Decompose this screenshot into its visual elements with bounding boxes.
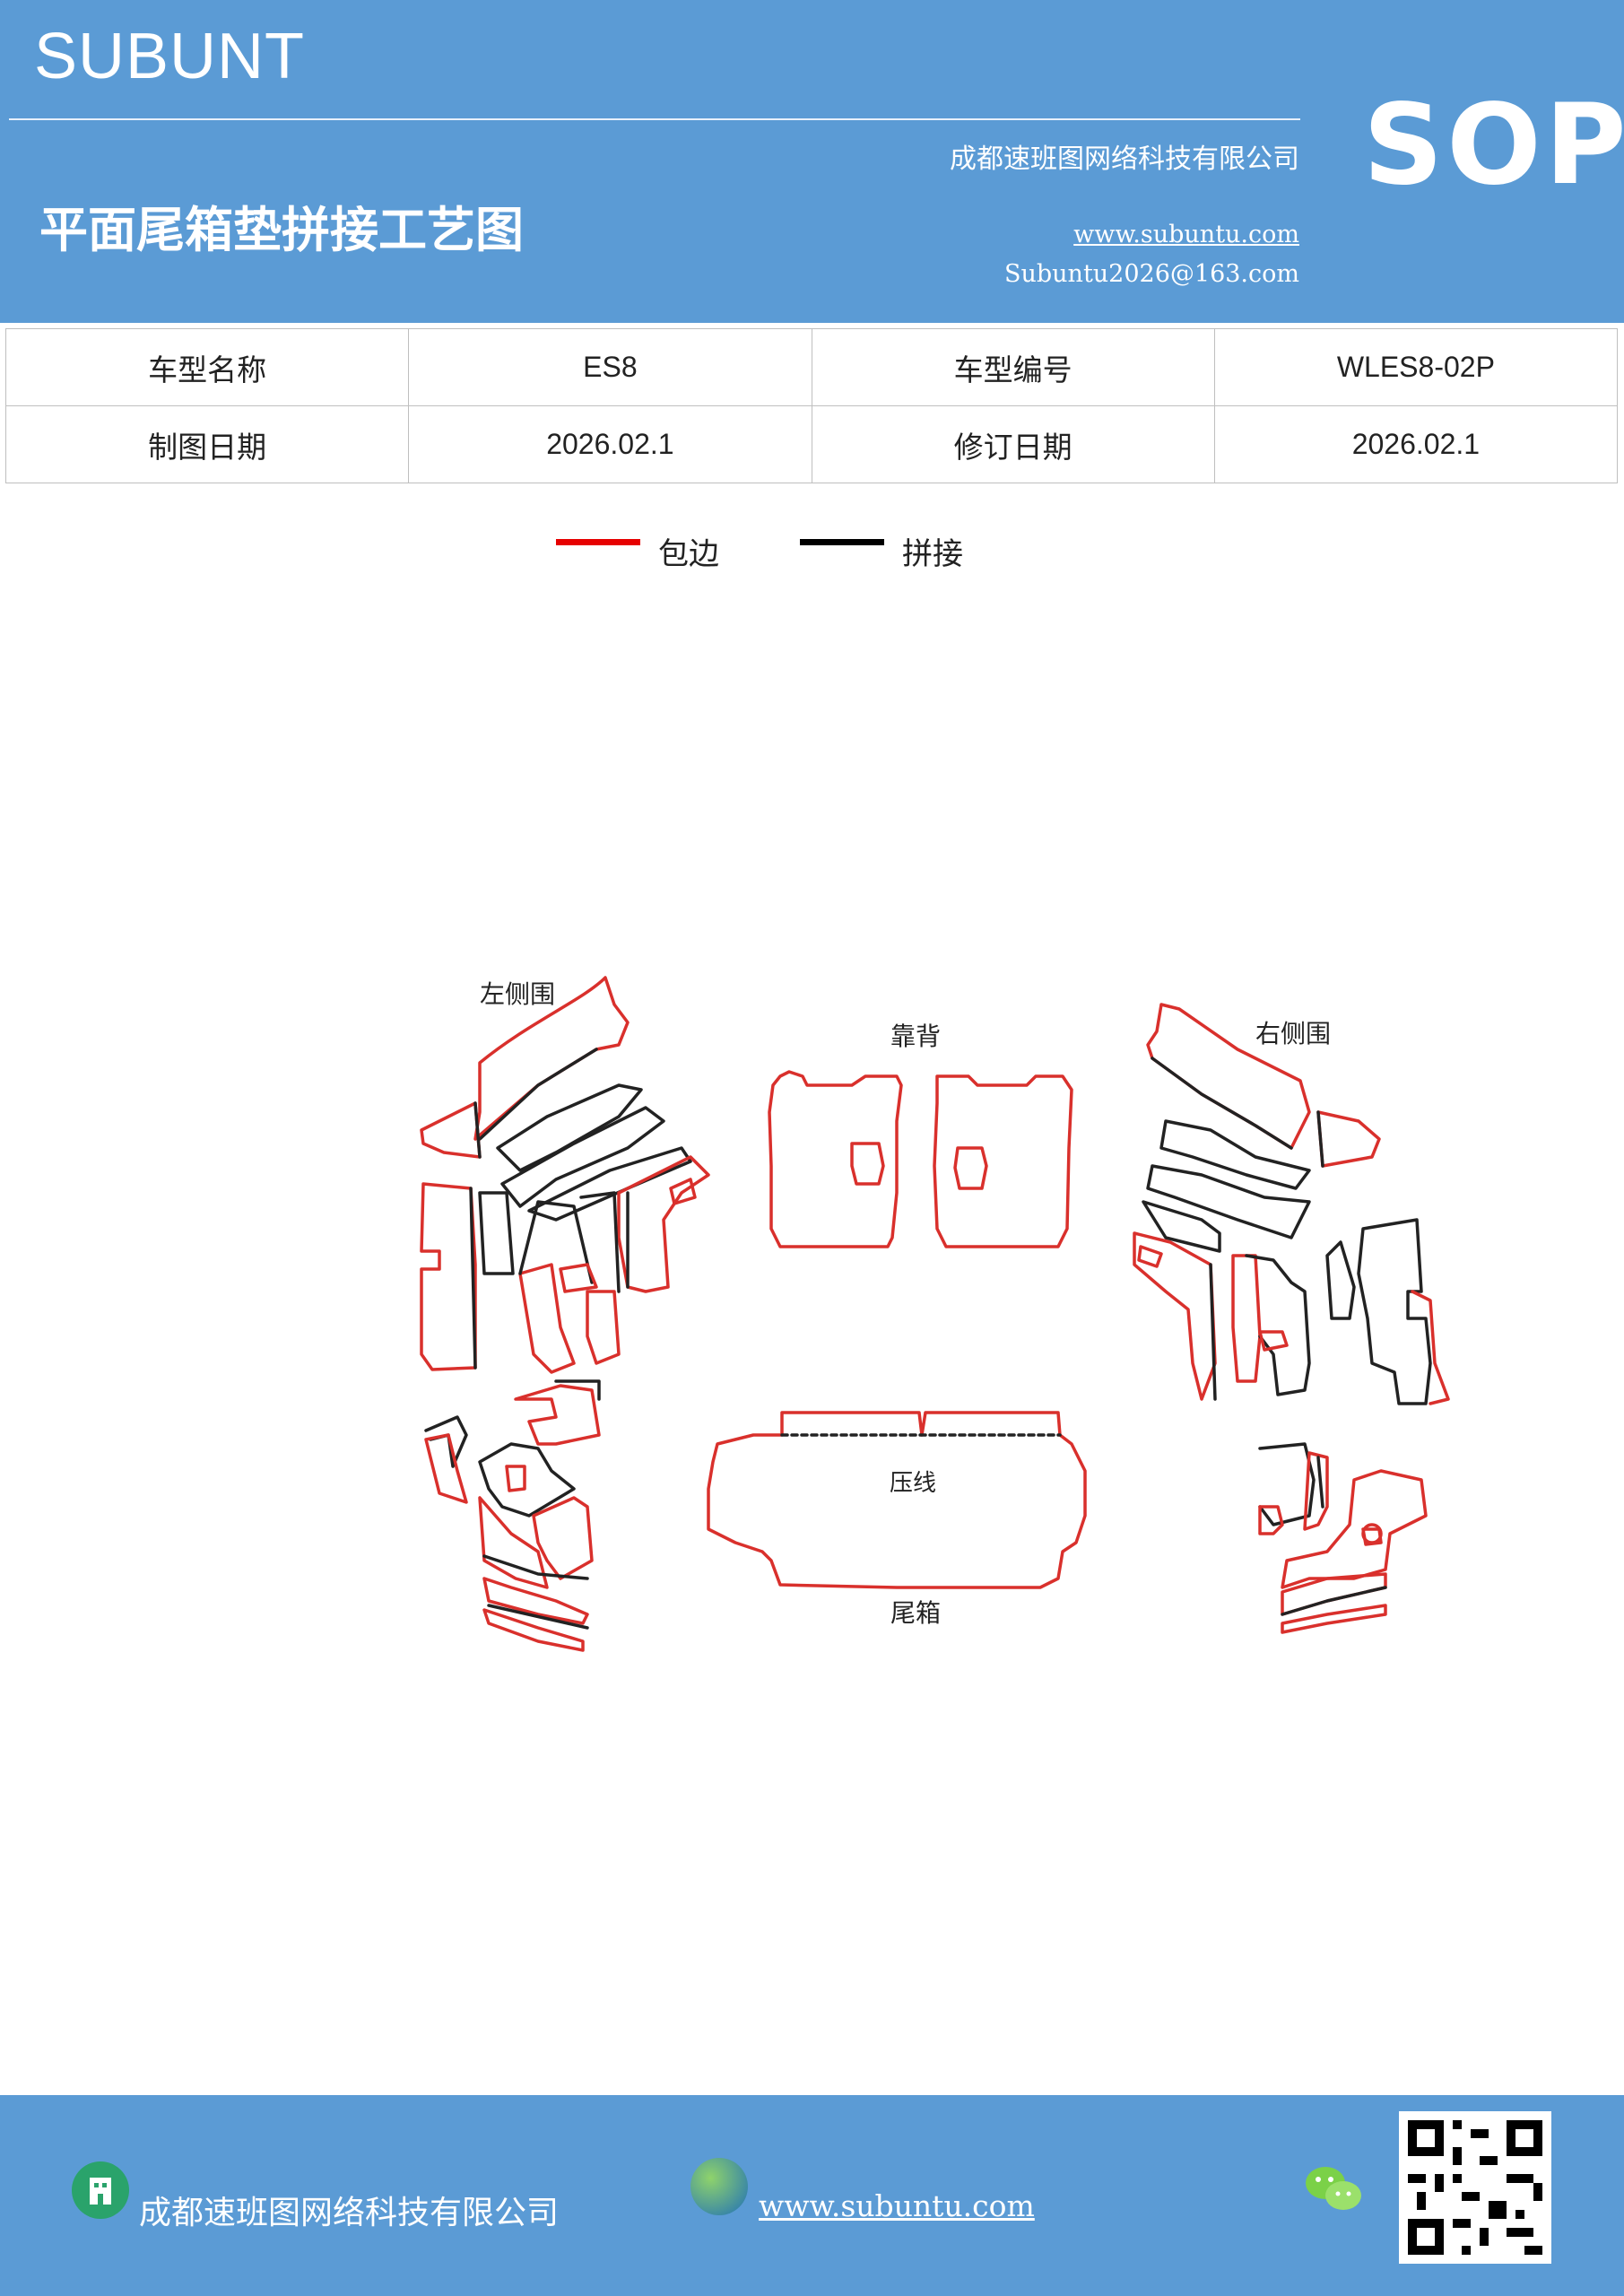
table-label: 车型名称 xyxy=(4,328,410,406)
left-piece xyxy=(469,1187,477,1370)
globe-icon xyxy=(690,2158,748,2215)
right-piece xyxy=(1137,1245,1163,1268)
right-piece xyxy=(1159,1119,1311,1190)
diagram-label: 左侧围 xyxy=(480,979,555,1009)
right-piece xyxy=(1281,1586,1387,1616)
left-piece xyxy=(487,1604,589,1630)
right-piece xyxy=(1142,1200,1221,1253)
wechat-icon[interactable] xyxy=(1302,2161,1365,2219)
left-piece xyxy=(478,1442,576,1518)
footer-company-name: 成都速班图网络科技有限公司 xyxy=(139,2195,560,2231)
header-divider xyxy=(9,118,1300,120)
left-piece xyxy=(500,1106,665,1208)
left-piece xyxy=(518,1263,576,1374)
right-piece xyxy=(1258,1330,1289,1352)
trunk-outline xyxy=(707,1411,1087,1589)
left-piece xyxy=(420,1101,482,1159)
left-piece xyxy=(473,1101,482,1159)
sop-badge: SOP xyxy=(1363,81,1624,210)
right-piece xyxy=(1357,1218,1432,1405)
left-side-pieces xyxy=(420,976,710,1652)
diagram-label: 尾箱 xyxy=(890,1598,941,1628)
table-value: 2026.02.1 xyxy=(408,405,812,483)
diagram-label: 右侧围 xyxy=(1255,1019,1331,1048)
left-piece xyxy=(482,1577,589,1625)
right-piece xyxy=(1303,1451,1329,1531)
header-company-name: 成都速班图网络科技有限公司 xyxy=(950,144,1299,175)
table-label: 修订日期 xyxy=(811,405,1215,483)
backrest-right-cutout xyxy=(953,1146,988,1190)
left-piece xyxy=(559,1263,598,1293)
left-piece xyxy=(420,1182,477,1371)
brand-logo-text: SUBUNT xyxy=(34,21,306,92)
header-website-link[interactable]: www.subuntu.com xyxy=(1073,221,1299,248)
left-piece xyxy=(617,1155,710,1293)
left-piece xyxy=(586,1290,621,1365)
table-value: WLES8-02P xyxy=(1213,328,1619,406)
diagram-label: 压线 xyxy=(890,1470,936,1497)
left-piece xyxy=(478,1048,598,1141)
diagram-label: 靠背 xyxy=(890,1022,941,1051)
left-piece xyxy=(482,1608,585,1652)
left-piece xyxy=(579,1191,621,1293)
table-value: ES8 xyxy=(408,328,812,406)
left-piece xyxy=(514,1384,601,1446)
right-piece xyxy=(1325,1240,1356,1320)
table-label: 制图日期 xyxy=(4,405,410,483)
table-value: 2026.02.1 xyxy=(1213,405,1619,483)
left-piece xyxy=(527,1146,692,1222)
right-piece xyxy=(1133,1231,1217,1401)
page-title: 平面尾箱垫拼接工艺图 xyxy=(39,202,524,258)
right-piece xyxy=(1231,1254,1262,1383)
right-piece xyxy=(1258,1505,1284,1535)
backrest-pieces xyxy=(768,1070,1073,1248)
header-banner xyxy=(0,0,1624,323)
table-row: 车型名称 ES8 车型编号 WLES8-02P xyxy=(4,328,1619,406)
right-piece xyxy=(1146,1164,1311,1239)
left-piece xyxy=(478,1496,549,1589)
trunk-floor xyxy=(707,1411,1087,1589)
left-piece xyxy=(532,1496,594,1580)
legend-swatch-seam xyxy=(800,539,884,545)
qr-code[interactable] xyxy=(1399,2111,1551,2264)
legend-label-seam: 拼接 xyxy=(902,536,963,572)
left-piece xyxy=(478,1191,515,1275)
legend-swatch-edge xyxy=(556,539,640,545)
left-piece xyxy=(669,1178,697,1205)
right-piece xyxy=(1316,1110,1381,1168)
left-piece xyxy=(496,1083,643,1172)
right-piece xyxy=(1209,1263,1217,1401)
table-label: 车型编号 xyxy=(811,328,1215,406)
left-piece xyxy=(505,1465,526,1492)
header-email[interactable]: Subuntu2026@163.com xyxy=(1004,260,1299,288)
vehicle-info-table: 车型名称 ES8 车型编号 WLES8-02P 制图日期 2026.02.1 修… xyxy=(4,328,1619,483)
right-side-pieces xyxy=(1133,1003,1450,1634)
backrest-left xyxy=(768,1070,903,1248)
right-piece xyxy=(1316,1456,1324,1509)
building-icon xyxy=(72,2161,129,2219)
legend-label-edge: 包边 xyxy=(658,536,719,572)
right-piece xyxy=(1258,1442,1316,1526)
right-piece xyxy=(1245,1254,1311,1396)
right-piece xyxy=(1316,1110,1324,1168)
left-piece xyxy=(482,1554,589,1580)
left-piece xyxy=(554,1379,601,1401)
left-piece xyxy=(518,1200,594,1284)
trunk-mat-diagram: 左侧围 靠背 右侧围 压线 尾箱 xyxy=(420,976,1450,1652)
right-piece xyxy=(1281,1469,1428,1589)
right-piece xyxy=(1281,1604,1387,1634)
table-row: 制图日期 2026.02.1 修订日期 2026.02.1 xyxy=(4,405,1619,483)
right-piece xyxy=(1411,1290,1450,1405)
right-piece xyxy=(1151,1057,1293,1150)
footer-website-link[interactable]: www.subuntu.com xyxy=(759,2188,1035,2223)
backrest-right xyxy=(933,1074,1073,1248)
backrest-left-cutout xyxy=(850,1142,885,1186)
right-piece-hole xyxy=(1361,1523,1383,1544)
left-piece xyxy=(424,1433,468,1504)
